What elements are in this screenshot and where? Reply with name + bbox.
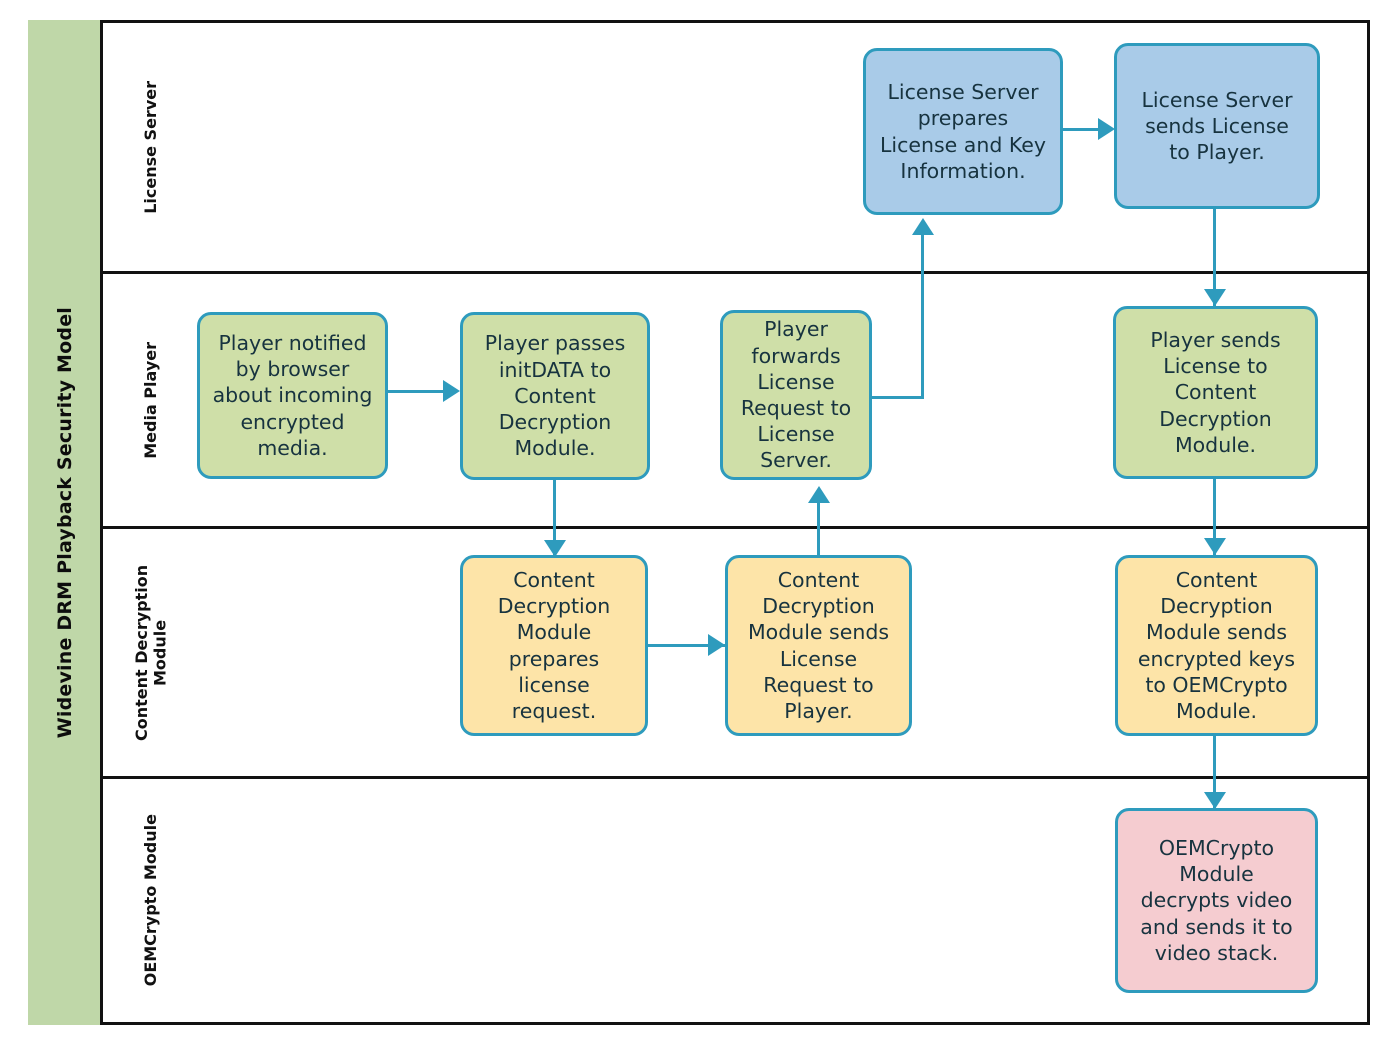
diagram-title-band: Widevine DRM Playback Security Model	[28, 20, 101, 1025]
lane-label-license-server: License Server	[140, 80, 160, 214]
connector-mp-sendlic-to-cdm-sendkeys	[1213, 479, 1216, 572]
arrowhead-notified-to-initdata	[443, 380, 460, 402]
page-title: Widevine DRM Playback Security Model	[53, 306, 76, 739]
connector-initdata-to-cdm-prepare	[553, 480, 556, 564]
node-license-server-sends[interactable]: License Server sends License to Player.	[1114, 43, 1320, 209]
node-player-sends-license[interactable]: Player sends License to Content Decrypti…	[1113, 306, 1318, 479]
connector-ls-prepare-to-ls-send	[1063, 128, 1107, 131]
connector-cdm-sendkeys-to-oem-decrypt	[1213, 736, 1216, 831]
arrowhead-cdm-prepare-to-sendreq	[708, 634, 725, 656]
arrowhead-forward-to-ls-prepare	[912, 218, 934, 235]
connector-forward-to-ls-elbow-horizontal	[869, 396, 924, 399]
node-player-forwards-request[interactable]: Player forwards License Request to Licen…	[720, 310, 872, 480]
arrowhead-initdata-to-cdm-prepare	[544, 540, 566, 557]
node-player-notified[interactable]: Player notified by browser about incomin…	[197, 312, 388, 479]
lane-label-content-decryption-module: Content Decryption Module	[131, 564, 169, 741]
connector-cdm-prepare-to-sendreq	[648, 644, 728, 647]
swimlane-oemcrypto-module: OEMCrypto Module	[103, 776, 1367, 1022]
node-cdm-prepares-request[interactable]: Content Decryption Module prepares licen…	[460, 555, 648, 736]
arrowhead-ls-prepare-to-ls-send	[1098, 118, 1115, 140]
connector-cdm-sendreq-to-forward	[817, 503, 820, 555]
arrowhead-ls-send-to-mp-sendlic	[1204, 289, 1226, 306]
lane-label-media-player: Media Player	[140, 341, 160, 459]
node-player-passes-initdata[interactable]: Player passes initDATA to Content Decryp…	[460, 312, 650, 480]
connector-notified-to-initdata	[388, 390, 445, 393]
lane-label-oemcrypto-module: OEMCrypto Module	[140, 814, 160, 987]
swimlane-frame: License Server Media Player Content Decr…	[100, 20, 1370, 1025]
connector-forward-to-ls-elbow-vertical	[921, 235, 924, 399]
arrowhead-cdm-sendreq-to-forward	[808, 486, 830, 503]
swimlane-content-decryption-module: Content Decryption Module	[103, 526, 1367, 776]
node-cdm-sends-request[interactable]: Content Decryption Module sends License …	[725, 555, 912, 736]
connector-ls-send-to-mp-sendlic	[1213, 209, 1216, 309]
arrowhead-mp-sendlic-to-cdm-sendkeys	[1204, 538, 1226, 555]
node-cdm-sends-keys[interactable]: Content Decryption Module sends encrypte…	[1115, 555, 1318, 736]
arrowhead-cdm-sendkeys-to-oem-decrypt	[1204, 792, 1226, 809]
swimlane-media-player: Media Player	[103, 271, 1367, 526]
node-license-server-prepares[interactable]: License Server prepares License and Key …	[863, 48, 1063, 215]
node-oemcrypto-decrypts[interactable]: OEMCrypto Module decrypts video and send…	[1115, 808, 1318, 993]
